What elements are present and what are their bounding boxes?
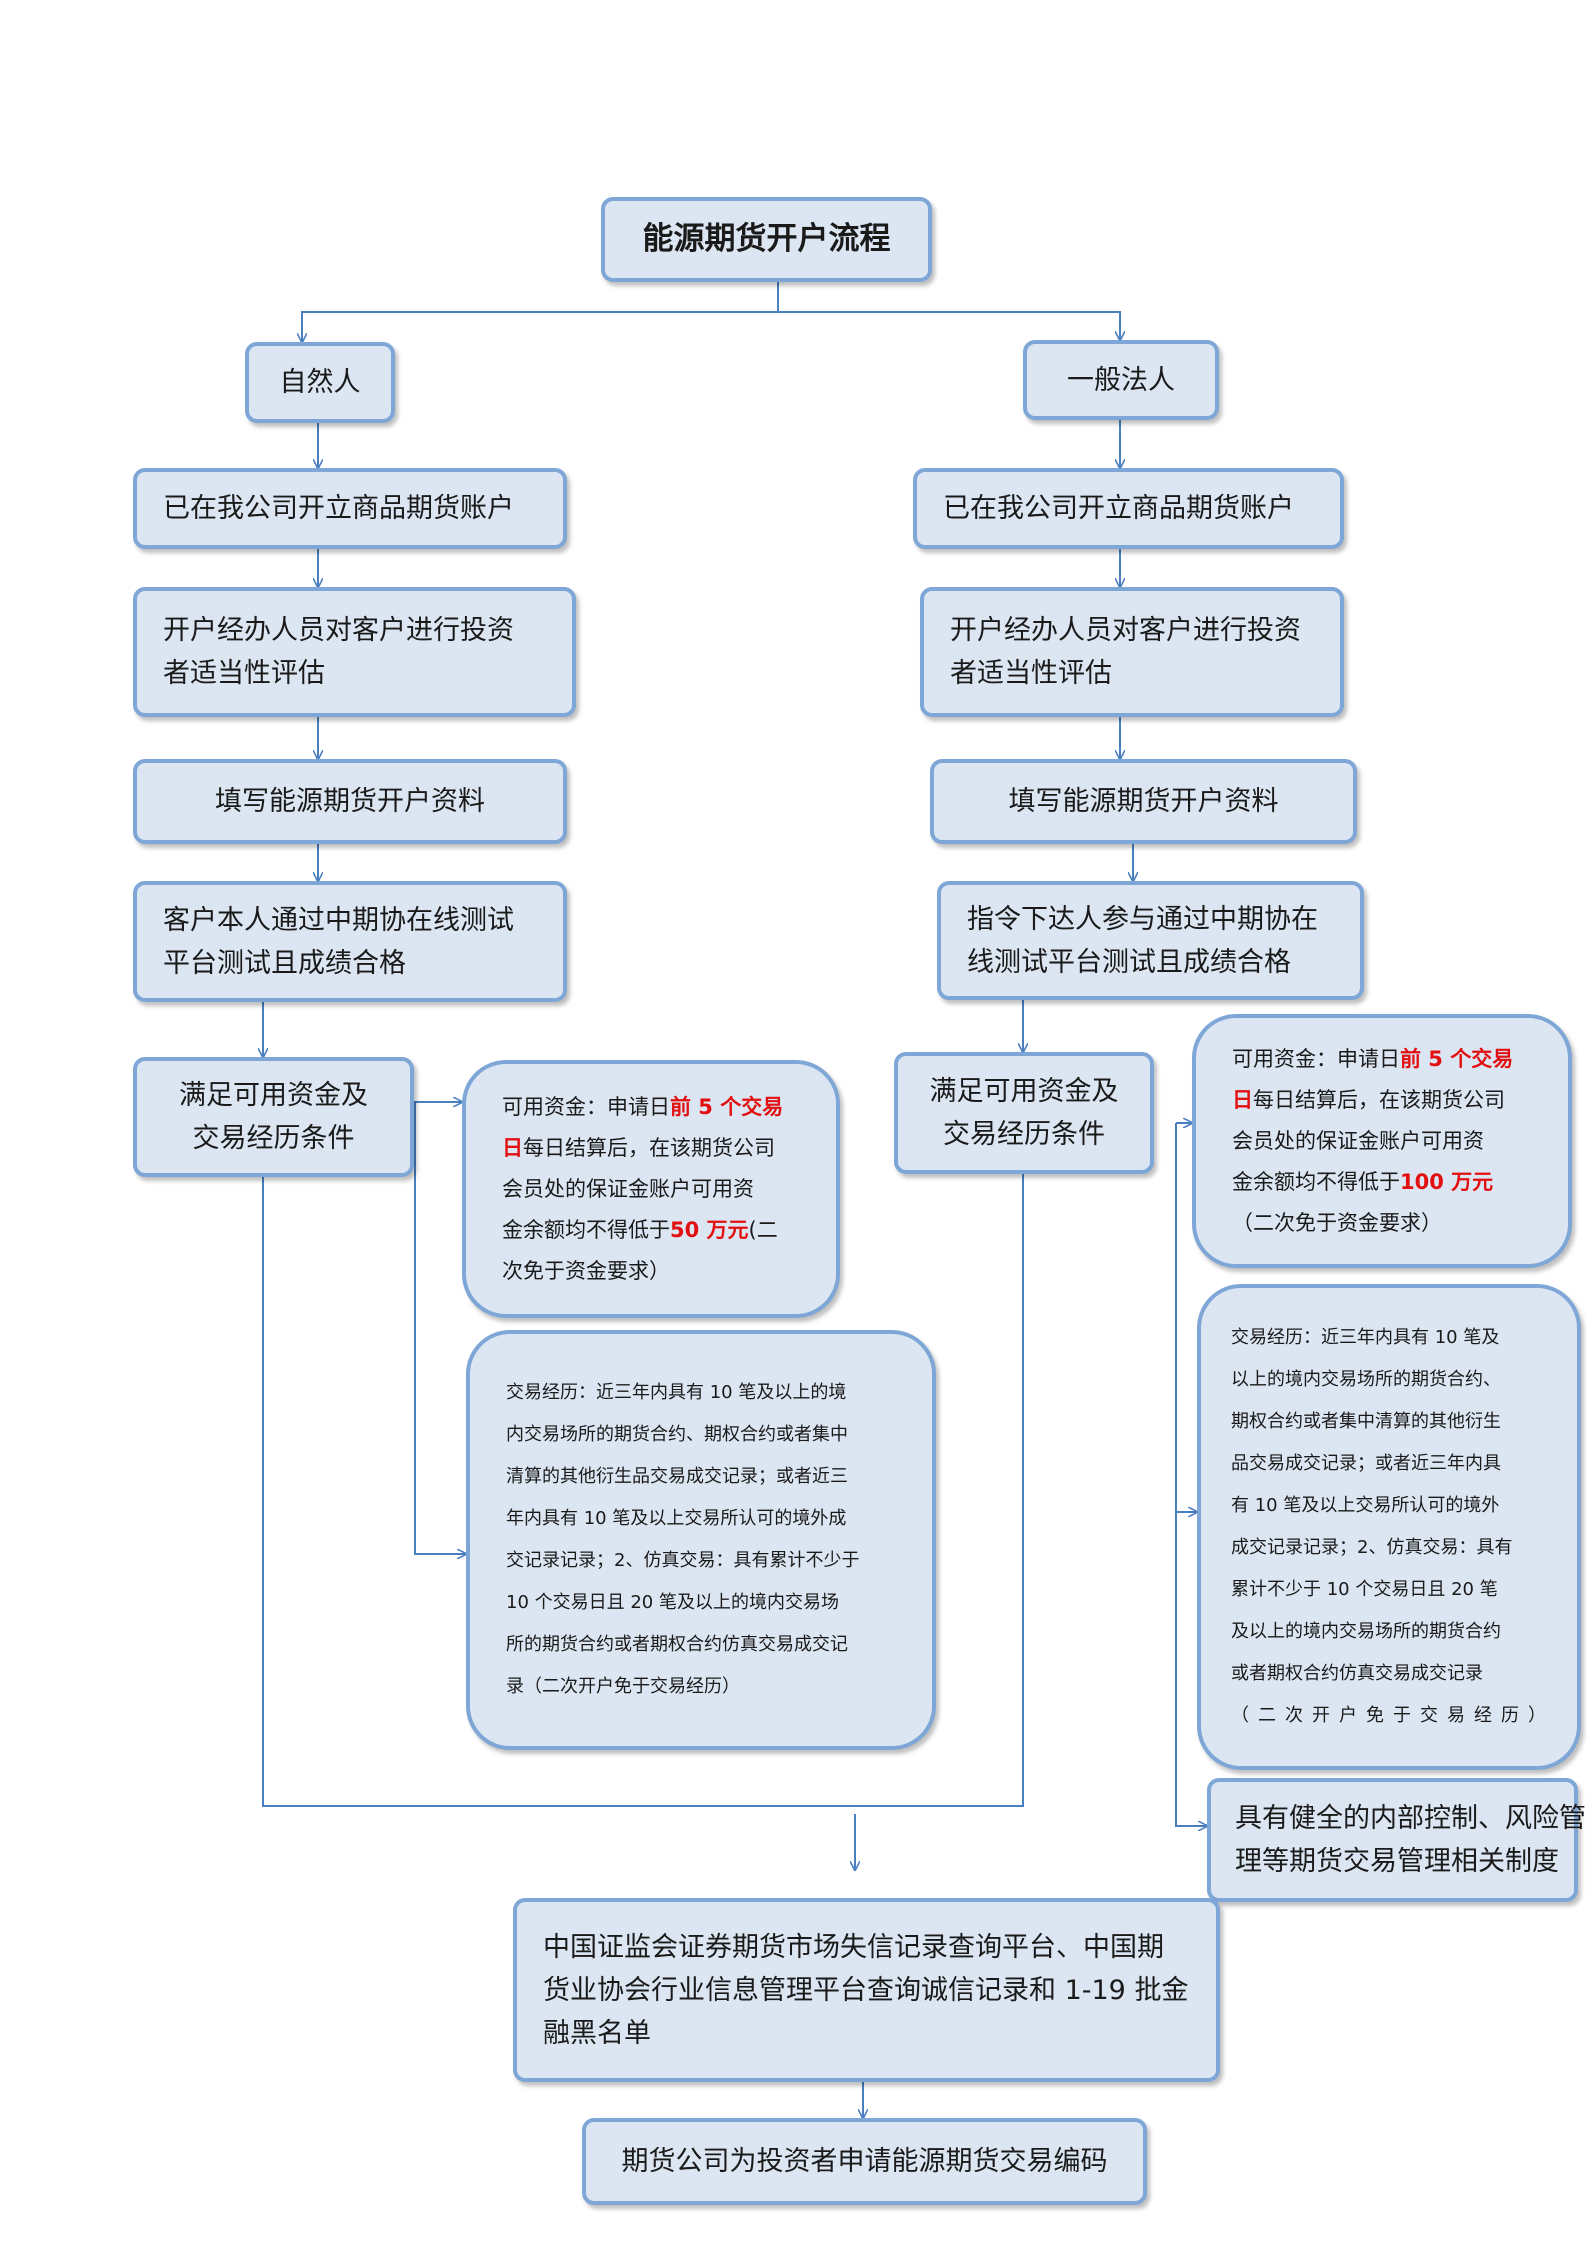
right-controls-line2: 理等期货交易管理相关制度 bbox=[1235, 1846, 1559, 1877]
right-funds-l4b: 100 万元 bbox=[1400, 1169, 1494, 1194]
right-experience-line8: 及以上的境内交易场所的期货合约 bbox=[1231, 1621, 1501, 1642]
right-step-online-test: 指令下达人参与通过中期协在 线测试平台测试且成绩合格 bbox=[937, 881, 1364, 1000]
left-funds-l4c: (二 bbox=[748, 1217, 778, 1242]
right-step-fill-forms-text: 填写能源期货开户资料 bbox=[1008, 786, 1279, 817]
left-experience-note: 交易经历：近三年内具有 10 笔及以上的境 内交易场所的期货合约、期权合约或者集… bbox=[466, 1330, 936, 1750]
right-condition-line1: 满足可用资金及 bbox=[929, 1076, 1119, 1107]
left-condition-line1: 满足可用资金及 bbox=[179, 1080, 368, 1111]
legal-person-box: 一般法人 bbox=[1023, 340, 1219, 420]
legal-person-label: 一般法人 bbox=[1067, 364, 1175, 396]
left-funds-l4a: 金余额均不得低于 bbox=[502, 1217, 670, 1242]
left-funds-l5: 次免于资金要求） bbox=[502, 1258, 670, 1283]
right-step-suitability-line2: 者适当性评估 bbox=[950, 658, 1112, 689]
credit-check-line1: 中国证监会证券期货市场失信记录查询平台、中国期 bbox=[543, 1931, 1164, 1963]
right-funds-l2b: 每日结算后，在该期货公司 bbox=[1253, 1087, 1505, 1112]
natural-person-box: 自然人 bbox=[245, 342, 395, 423]
right-experience-line2: 以上的境内交易场所的期货合约、 bbox=[1231, 1369, 1501, 1390]
right-experience-line9: 或者期权合约仿真交易成交记录 bbox=[1231, 1663, 1483, 1684]
right-condition-line2: 交易经历条件 bbox=[943, 1119, 1105, 1150]
left-funds-l2b: 每日结算后，在该期货公司 bbox=[523, 1135, 775, 1160]
right-experience-note: 交易经历：近三年内具有 10 笔及 以上的境内交易场所的期货合约、 期权合约或者… bbox=[1197, 1284, 1581, 1770]
left-step-existing-account: 已在我公司开立商品期货账户 bbox=[133, 468, 567, 549]
right-experience-line5: 有 10 笔及以上交易所认可的境外 bbox=[1231, 1495, 1500, 1516]
arrow-title-to-legal bbox=[778, 311, 1120, 340]
right-step-online-test-line2: 线测试平台测试且成绩合格 bbox=[967, 946, 1291, 978]
left-step-fill-forms: 填写能源期货开户资料 bbox=[133, 759, 567, 844]
right-experience-line6: 成交记录记录；2、仿真交易：具有 bbox=[1231, 1537, 1513, 1558]
right-funds-l4a: 金余额均不得低于 bbox=[1232, 1169, 1400, 1194]
left-experience-line4: 年内具有 10 笔及以上交易所认可的境外成 bbox=[506, 1508, 847, 1529]
right-experience-line4: 品交易成交记录；或者近三年内具 bbox=[1231, 1453, 1501, 1474]
left-condition-line2: 交易经历条件 bbox=[192, 1123, 355, 1154]
right-controls-box: 具有健全的内部控制、风险管 理等期货交易管理相关制度 bbox=[1207, 1778, 1586, 1902]
trading-code-box: 期货公司为投资者申请能源期货交易编码 bbox=[582, 2118, 1147, 2205]
left-step-suitability-line2: 者适当性评估 bbox=[163, 658, 325, 689]
right-experience-line3: 期权合约或者集中清算的其他衍生 bbox=[1231, 1411, 1501, 1432]
left-step-online-test-line1: 客户本人通过中期协在线测试 bbox=[163, 904, 514, 936]
right-step-fill-forms: 填写能源期货开户资料 bbox=[930, 759, 1357, 844]
left-funds-l4b: 50 万元 bbox=[670, 1217, 749, 1242]
left-step-online-test: 客户本人通过中期协在线测试 平台测试且成绩合格 bbox=[133, 881, 567, 1002]
right-funds-l2a: 日 bbox=[1232, 1087, 1253, 1112]
right-condition-box: 满足可用资金及 交易经历条件 bbox=[894, 1052, 1154, 1174]
left-step-online-test-line2: 平台测试且成绩合格 bbox=[163, 947, 406, 979]
left-funds-l1b: 前 5 个交易 bbox=[670, 1094, 784, 1119]
right-funds-l5: （二次免于资金要求） bbox=[1232, 1210, 1442, 1235]
left-experience-line3: 清算的其他衍生品交易成交记录；或者近三 bbox=[506, 1466, 848, 1487]
merge-line-left bbox=[262, 1174, 1024, 1807]
left-funds-note: 可用资金：申请日前 5 个交易 日每日结算后，在该期货公司 会员处的保证金账户可… bbox=[462, 1060, 840, 1318]
left-step-existing-account-text: 已在我公司开立商品期货账户 bbox=[163, 493, 514, 524]
left-experience-line5: 交记录记录；2、仿真交易：具有累计不少于 bbox=[506, 1550, 860, 1571]
left-experience-line7: 所的期货合约或者期权合约仿真交易成交记 bbox=[506, 1634, 848, 1655]
flowchart-title: 能源期货开户流程 bbox=[642, 221, 891, 257]
right-controls-line1: 具有健全的内部控制、风险管 bbox=[1235, 1803, 1586, 1834]
arrow-title-to-natural bbox=[302, 282, 779, 342]
right-funds-l1a: 可用资金：申请日 bbox=[1232, 1046, 1400, 1071]
right-funds-l1b: 前 5 个交易 bbox=[1400, 1046, 1514, 1071]
right-step-existing-account: 已在我公司开立商品期货账户 bbox=[913, 468, 1344, 549]
left-step-suitability-line1: 开户经办人员对客户进行投资 bbox=[163, 615, 514, 646]
left-funds-l2a: 日 bbox=[502, 1135, 523, 1160]
left-funds-l3: 会员处的保证金账户可用资 bbox=[502, 1176, 754, 1201]
right-experience-line7: 累计不少于 10 个交易日且 20 笔 bbox=[1231, 1579, 1498, 1600]
left-funds-l1a: 可用资金：申请日 bbox=[502, 1094, 670, 1119]
left-step-fill-forms-text: 填写能源期货开户资料 bbox=[215, 786, 485, 817]
left-experience-line2: 内交易场所的期货合约、期权合约或者集中 bbox=[506, 1424, 848, 1445]
right-funds-l3: 会员处的保证金账户可用资 bbox=[1232, 1128, 1484, 1153]
left-step-suitability: 开户经办人员对客户进行投资 者适当性评估 bbox=[133, 587, 576, 717]
right-step-suitability-line1: 开户经办人员对客户进行投资 bbox=[950, 615, 1301, 646]
right-step-suitability: 开户经办人员对客户进行投资 者适当性评估 bbox=[920, 587, 1344, 717]
right-experience-line10: （二次开户免于交易经历） bbox=[1231, 1705, 1555, 1726]
credit-check-box: 中国证监会证券期货市场失信记录查询平台、中国期 货业协会行业信息管理平台查询诚信… bbox=[513, 1898, 1220, 2082]
right-experience-line1: 交易经历：近三年内具有 10 笔及 bbox=[1231, 1327, 1500, 1348]
left-condition-box: 满足可用资金及 交易经历条件 bbox=[133, 1057, 414, 1177]
left-experience-line6: 10 个交易日且 20 笔及以上的境内交易场 bbox=[506, 1592, 839, 1613]
right-step-online-test-line1: 指令下达人参与通过中期协在 bbox=[967, 903, 1318, 935]
credit-check-line3: 融黑名单 bbox=[543, 2017, 651, 2049]
arrow-right-to-controls bbox=[1175, 1512, 1207, 1826]
arrow-left-to-funds bbox=[414, 1102, 462, 1124]
trading-code-text: 期货公司为投资者申请能源期货交易编码 bbox=[621, 2146, 1108, 2177]
credit-check-line2: 货业协会行业信息管理平台查询诚信记录和 1-19 批金 bbox=[543, 1974, 1189, 2006]
arrow-left-to-experience bbox=[414, 1123, 466, 1554]
right-step-existing-account-text: 已在我公司开立商品期货账户 bbox=[943, 493, 1294, 524]
natural-person-label: 自然人 bbox=[279, 367, 361, 398]
right-funds-note: 可用资金：申请日前 5 个交易 日每日结算后，在该期货公司 会员处的保证金账户可… bbox=[1192, 1014, 1572, 1268]
left-experience-line8: 录（二次开户免于交易经历） bbox=[506, 1676, 740, 1697]
flowchart-title-box: 能源期货开户流程 bbox=[601, 197, 932, 282]
left-experience-line1: 交易经历：近三年内具有 10 笔及以上的境 bbox=[506, 1382, 847, 1403]
